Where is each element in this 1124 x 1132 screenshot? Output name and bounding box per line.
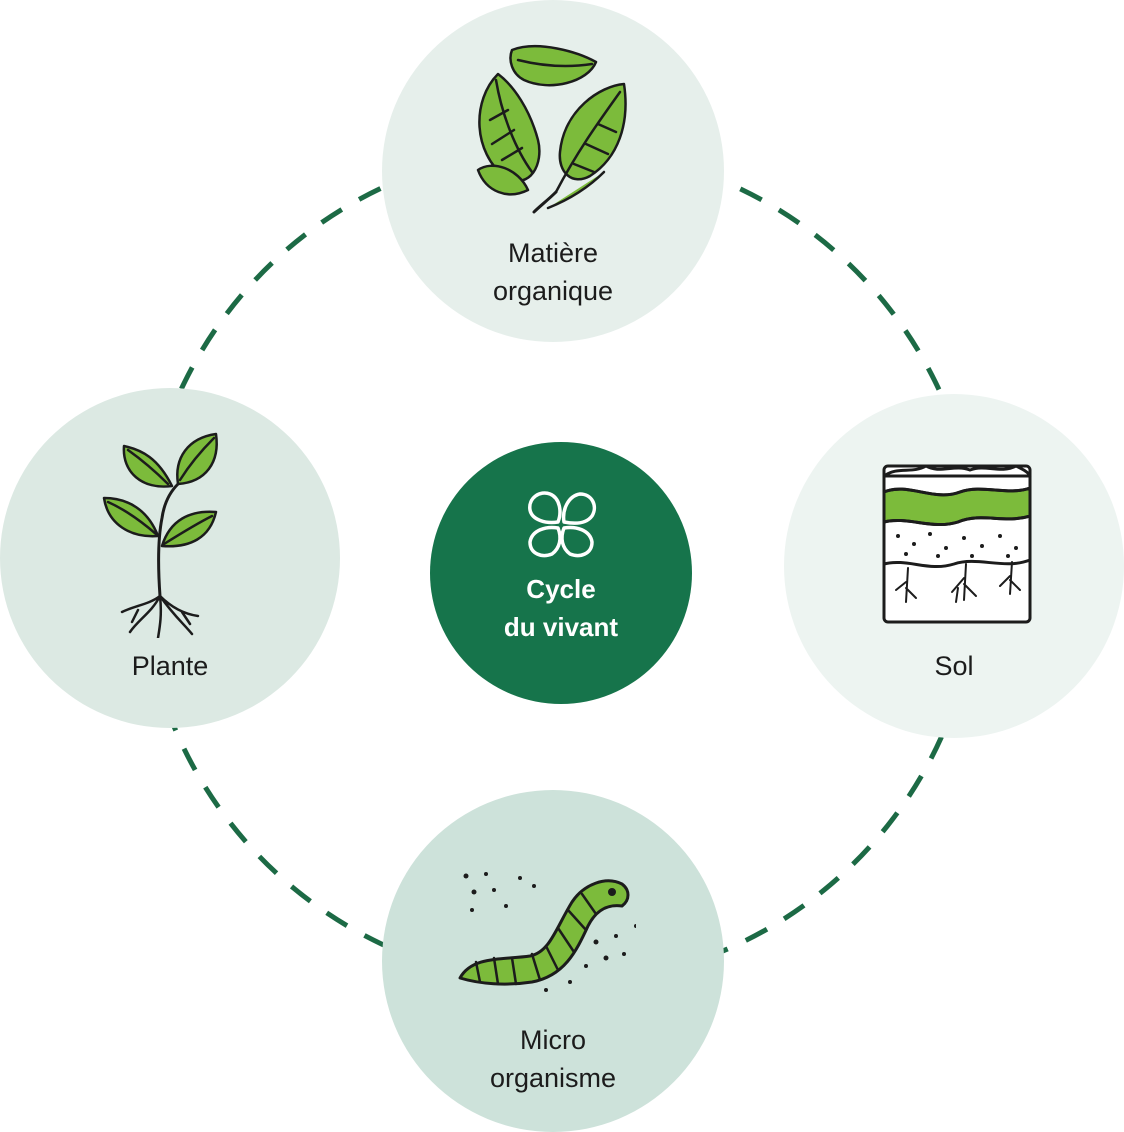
node-matiere-organique: Matière organique [382,0,724,342]
node-sol: Sol [784,394,1124,738]
soil-layers-icon [882,464,1032,624]
node-micro-organisme: Micro organisme [382,790,724,1132]
node-label: Plante [131,651,209,681]
center-label: Cycle du vivant [503,574,619,642]
node-label: Micro organisme [489,1025,617,1093]
clover-icon [528,491,597,558]
seedling-icon [102,432,218,638]
node-cycle-du-vivant: Cycle du vivant [430,442,692,704]
node-plante: Plante [0,388,340,728]
worm-icon [458,872,636,992]
node-label: Sol [934,651,974,681]
node-label: Matière organique [492,238,614,306]
leaves-icon [476,45,627,214]
